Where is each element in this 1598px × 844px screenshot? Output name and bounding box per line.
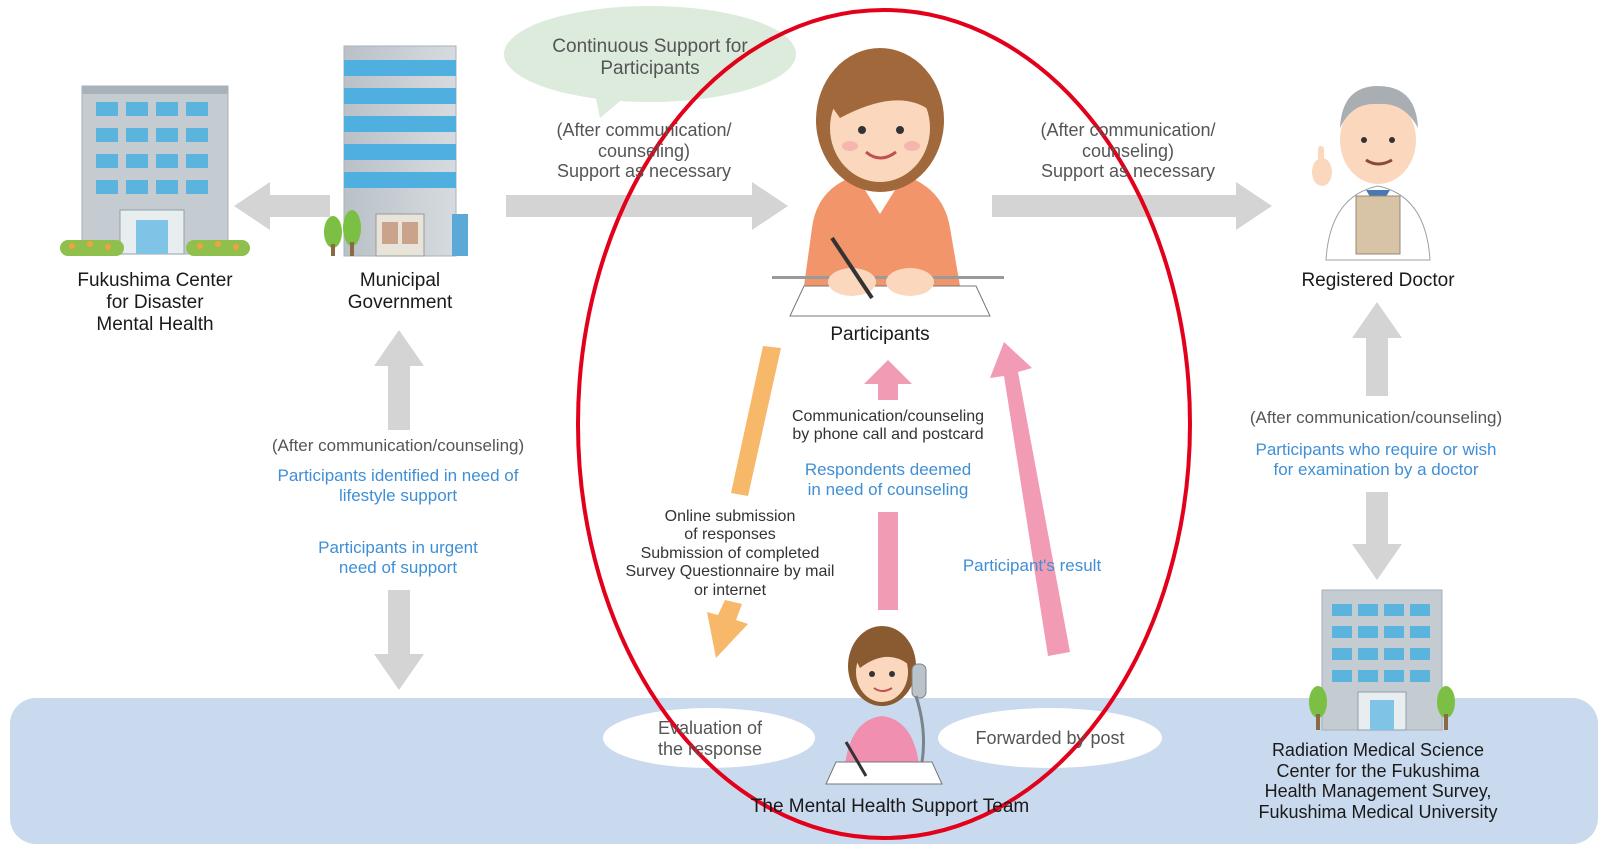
participant-result-text: Participant's result — [962, 556, 1102, 575]
support-team-woman-icon — [825, 626, 943, 785]
participants-label: Participants — [830, 324, 930, 345]
evaluation-text: Evaluation of the response — [657, 718, 763, 759]
gray-arrows — [234, 182, 1402, 690]
urgent-support-text: Participants in urgent need of support — [318, 538, 478, 577]
support-team-band — [10, 698, 1598, 844]
municipal-government-building-icon — [324, 45, 468, 257]
fukushima-center-building-icon — [60, 85, 250, 256]
registered-doctor-icon — [1312, 86, 1431, 261]
arrow-left-down — [374, 590, 424, 690]
arrow-result-to-participants — [990, 342, 1070, 656]
evaluation-bubble — [603, 708, 815, 768]
continuous-support-text: Continuous Support for Participants — [552, 36, 748, 79]
right-after-counseling-note: (After communication/counseling) — [1249, 408, 1503, 427]
arrow-left-up — [374, 330, 424, 430]
speech-bubbles — [504, 6, 1162, 768]
communication-text: Communication/counseling by phone call a… — [791, 408, 985, 444]
radiation-center-label: Radiation Medical Science Center for the… — [1258, 740, 1498, 823]
arrow-team-to-participants-upper — [864, 360, 912, 400]
arrow-right-up — [1352, 302, 1402, 396]
forwarded-text: Forwarded by post — [975, 728, 1125, 748]
forwarded-bubble — [938, 708, 1162, 768]
participant-woman-icon — [772, 48, 1004, 317]
highlight-ellipse — [576, 8, 1192, 840]
continuous-support-bubble — [504, 6, 796, 102]
arrow-right-down — [1352, 492, 1402, 580]
mental-health-team-label: The Mental Health Support Team — [750, 796, 1030, 817]
muni-to-participants-text: (After communication/ counseling) Suppor… — [556, 120, 732, 182]
lifestyle-support-text: Participants identified in need of lifes… — [277, 466, 519, 505]
pink-arrows — [864, 342, 1070, 656]
submission-text: Online submission of responses Submissio… — [625, 508, 835, 599]
arrow-participants-to-doctor — [992, 182, 1272, 230]
arrow-team-to-participants-lower — [878, 512, 898, 610]
fukushima-center-label: Fukushima Center for Disaster Mental Hea… — [77, 270, 233, 335]
municipal-government-label: Municipal Government — [347, 270, 453, 313]
radiation-center-building-icon — [1309, 589, 1455, 731]
registered-doctor-label: Registered Doctor — [1301, 270, 1455, 291]
arrow-muni-to-fukushima — [234, 182, 330, 230]
arrow-muni-to-participants — [506, 182, 788, 230]
respondents-text: Respondents deemed in need of counseling — [804, 460, 972, 499]
left-after-counseling-note: (After communication/counseling) — [271, 436, 525, 455]
orange-arrow — [707, 346, 781, 658]
participants-to-doctor-text: (After communication/ counseling) Suppor… — [1040, 120, 1216, 182]
doctor-examination-text: Participants who require or wish for exa… — [1255, 440, 1497, 479]
